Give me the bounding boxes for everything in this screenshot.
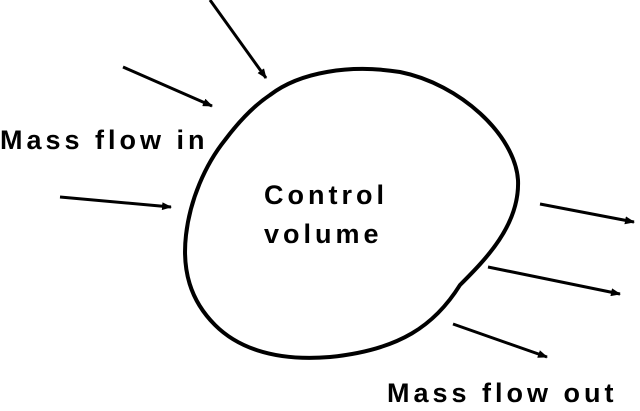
inflow-arrow-top: [208, 0, 268, 79]
control-volume-label-line1: Control: [264, 180, 388, 210]
control-volume-boundary: [183, 66, 521, 360]
inflow-arrow-middle: [59, 195, 172, 211]
outflow-arrow-lower: [452, 322, 548, 359]
outflow-arrow-upper: [539, 202, 635, 225]
mass-flow-out-label: Mass flow out: [387, 378, 618, 408]
inflow-arrow-upper: [122, 65, 213, 108]
outflow-arrow-middle: [487, 265, 621, 297]
mass-flow-in-label: Mass flow in: [0, 125, 209, 155]
control-volume-label-line2: volume: [264, 219, 383, 249]
